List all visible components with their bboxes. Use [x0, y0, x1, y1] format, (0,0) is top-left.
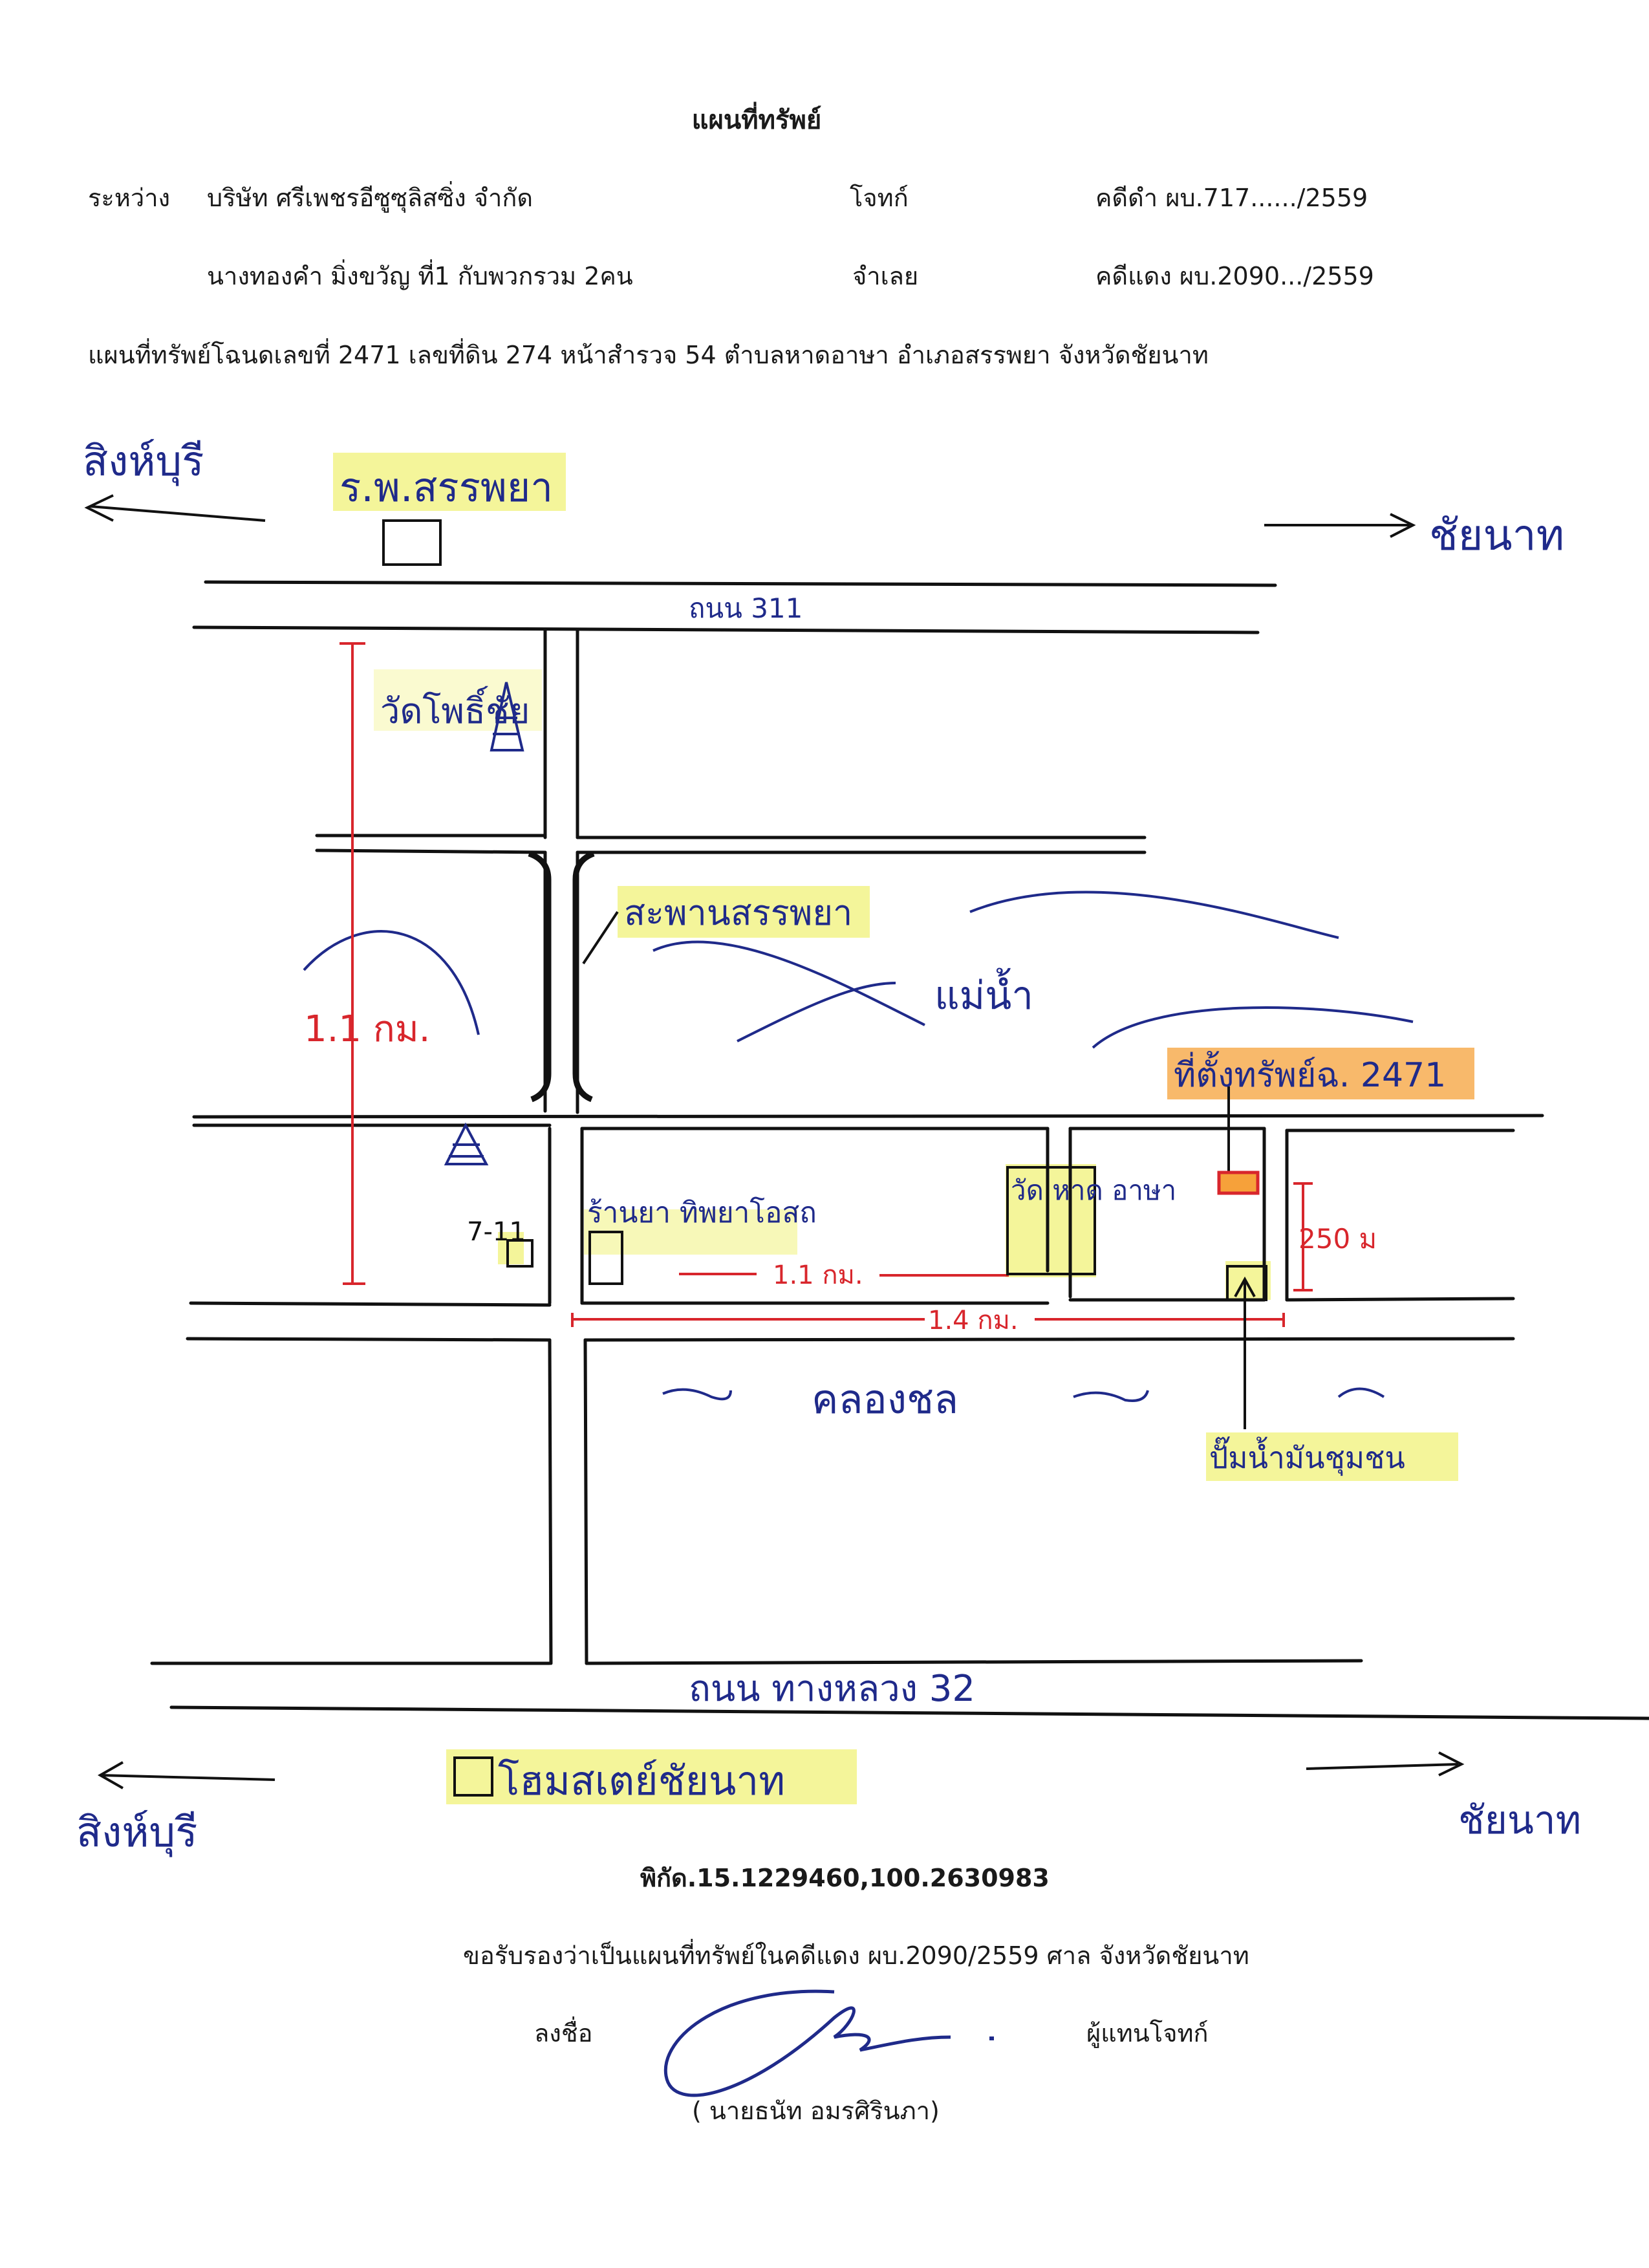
- stupa-icon: [444, 1122, 489, 1165]
- temple-phothi-label: วัดโพธิ์ชัย: [380, 686, 530, 731]
- representative-label: ผู้แทนโจทก์: [1086, 2019, 1209, 2047]
- temple-hat-asa-highlight: [1006, 1164, 1096, 1277]
- bottom-left-direction-label: สิงห์บุรี: [76, 1809, 198, 1857]
- block-3-top: [315, 848, 547, 854]
- signature-scribble: [663, 1989, 951, 2097]
- canal-tilde-2: [1073, 1390, 1149, 1402]
- road-311-north-edge: [204, 580, 1277, 587]
- wave-1: [303, 930, 480, 1035]
- top-left-direction-label: สิงห์บุรี: [83, 438, 204, 486]
- arrow-bottom-right: [1306, 1763, 1459, 1770]
- road-line-b: [186, 1337, 552, 1342]
- property-marker: [1217, 1171, 1260, 1195]
- shop-label: ร้านยา ทิพยาโอสถ: [587, 1196, 817, 1229]
- road-network: [150, 580, 1649, 1720]
- property-location-label: ที่ตั้งทรัพย์ฉ. 2471: [1174, 1051, 1446, 1095]
- south-road-left: [548, 1338, 553, 1665]
- wave-2: [652, 940, 925, 1026]
- map-markers: [382, 519, 1267, 1797]
- defendant-name: นางทองคำ มิ่งขวัญ ที่1 กับพวกรวม 2คน: [207, 262, 633, 290]
- vertical-distance-label: 1.1 กม.: [304, 1008, 430, 1050]
- road-311-label: ถนน 311: [689, 592, 803, 624]
- distance-250-label: 250 ม: [1299, 1223, 1377, 1255]
- certification-line: ขอรับรองว่าเป็นแผนที่ทรัพย์ในคดีแดง ผบ.2…: [463, 1941, 1249, 1970]
- bridge-label: สะพานสรรพยา: [624, 892, 852, 933]
- wave-4: [969, 891, 1339, 939]
- arrow-bottom-left: [100, 1774, 275, 1781]
- direction-arrows: [84, 494, 1465, 1789]
- hospital-box: [382, 519, 442, 566]
- wave-5: [1092, 1006, 1414, 1049]
- plaintiff-name: บริษัท ศรีเพชรอีซูซุลิสซิ่ง จำกัด: [207, 184, 534, 212]
- bottom-right-direction-label: ชัยนาท: [1458, 1798, 1581, 1843]
- sign-label: ลงชื่อ: [534, 2019, 593, 2047]
- bridge-symbol: [528, 850, 595, 1103]
- south-road-right: [583, 1338, 588, 1665]
- road-32-label: ถนน ทางหลวง 32: [689, 1668, 975, 1710]
- road-311-south-edge: [192, 625, 1260, 634]
- distance-1-1-label: 1.1 กม.: [773, 1260, 863, 1290]
- road-line-a: [189, 1301, 552, 1307]
- river-south-bank: [192, 1114, 1544, 1119]
- pump-highlight: [1206, 1432, 1458, 1481]
- black-case-number: คดีดำ ผบ.717....../2559: [1095, 184, 1368, 212]
- horizontal-distance-markers: [571, 1182, 1313, 1327]
- canal-tilde-1: [662, 1388, 732, 1401]
- temple-phothi-highlight: [374, 669, 542, 731]
- bridge-pointer: [582, 911, 619, 965]
- arrow-top-left: [90, 505, 266, 522]
- coordinates: พิกัด.15.1229460,100.2630983: [640, 1864, 1050, 1892]
- signer-name: ( นายธนัท อมรศิรินภา): [692, 2097, 940, 2125]
- hospital-highlight: [333, 453, 566, 511]
- seven-eleven-label: 7-11: [467, 1217, 526, 1247]
- temple-hat-asa-box: [1006, 1166, 1096, 1275]
- shop-box: [588, 1231, 623, 1285]
- homestay-box: [453, 1756, 493, 1797]
- highlights: [333, 453, 1474, 1804]
- bridge-highlight: [618, 886, 870, 938]
- property-highlight: [1167, 1048, 1474, 1099]
- temple-hat-asa-label: วัด หาด อาษา: [1011, 1174, 1176, 1206]
- road-32-south-edge: [169, 1705, 1649, 1720]
- document-title: แผนที่ทรัพย์: [691, 105, 822, 135]
- wave-3: [737, 982, 896, 1042]
- temple-phothi-stupa-icon: [490, 682, 524, 751]
- red-case-number: คดีแดง ผบ.2090.../2559: [1095, 262, 1374, 290]
- river-waves: [303, 891, 1414, 1402]
- defendant-role: จำเลย: [852, 262, 919, 290]
- canal-label: คลองชล: [812, 1376, 958, 1423]
- hospital-label: ร.พ.สรรพยา: [339, 464, 553, 511]
- seven-eleven-highlight: [498, 1232, 524, 1264]
- distance-1-4-label: 1.4 กม.: [928, 1306, 1018, 1335]
- between-label: ระหว่าง: [88, 184, 171, 212]
- river-label: แม่น้ำ: [934, 967, 1033, 1019]
- plaintiff-role: โจทก์: [850, 184, 909, 212]
- canal-tilde-3: [1337, 1387, 1385, 1398]
- vertical-distance-marker: [339, 642, 365, 1285]
- seven-eleven-box: [506, 1239, 534, 1268]
- top-right-direction-label: ชัยนาท: [1429, 510, 1564, 560]
- deed-description: แผนที่ทรัพย์โฉนดเลขที่ 2471 เลขที่ดิน 27…: [88, 341, 1209, 369]
- pump-box: [1226, 1265, 1267, 1301]
- homestay-highlight: [446, 1749, 857, 1804]
- pump-label: ปั๊มน้ำมันชุมชน: [1209, 1436, 1405, 1476]
- homestay-label: โฮมสเตย์ชัยนาท: [498, 1757, 785, 1804]
